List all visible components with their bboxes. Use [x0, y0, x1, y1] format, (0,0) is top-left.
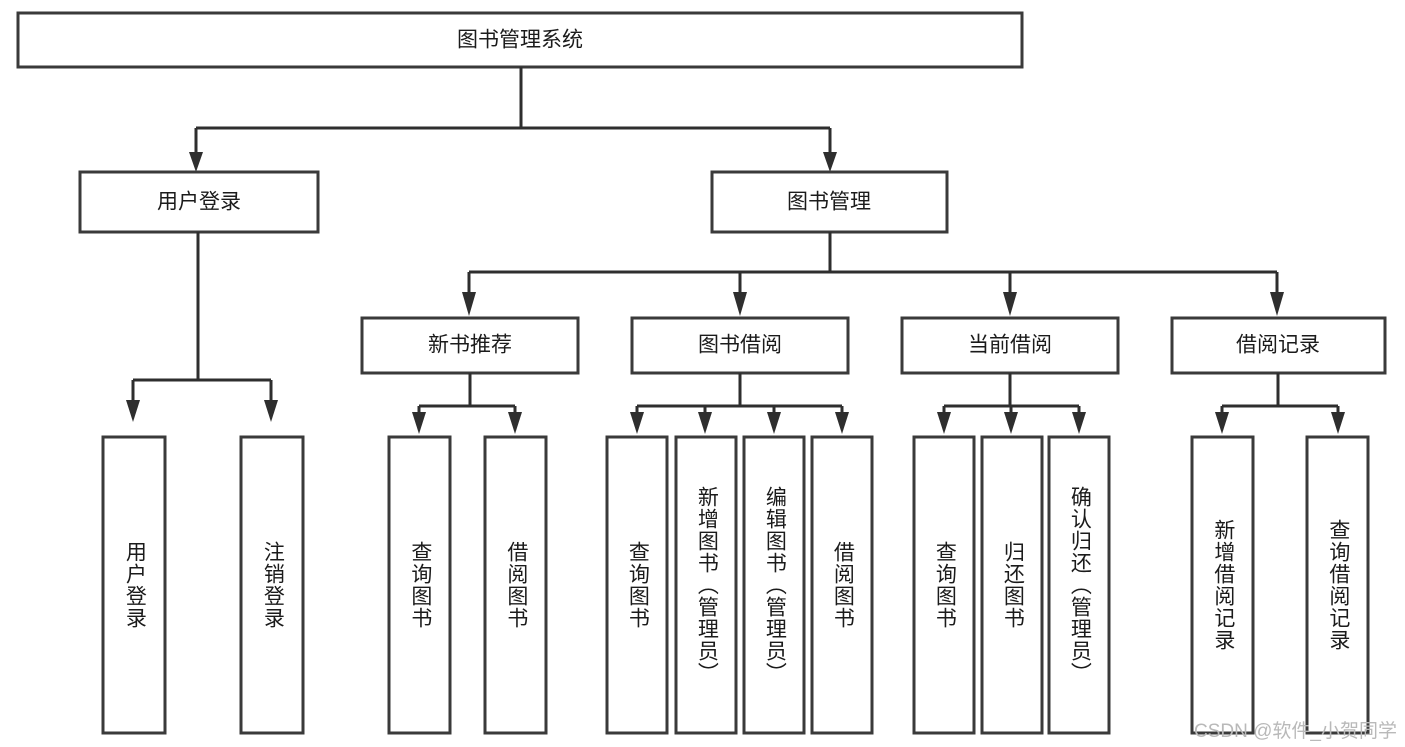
leaf-user-login-box[interactable]	[101, 435, 167, 735]
arrow-record-l1	[1215, 412, 1229, 434]
arrow-bm-to-borrow	[733, 292, 747, 316]
watermark: CSDN @软件_小贺同学	[1194, 721, 1397, 742]
node-new-book-recommend-box[interactable]	[360, 316, 580, 375]
node-book-manage-box[interactable]	[710, 170, 949, 234]
arrow-current-l3	[1072, 412, 1086, 434]
arrow-record-l2	[1331, 412, 1345, 434]
leaf-confirm-return-box[interactable]	[1047, 435, 1111, 735]
arrow-recommend-l2	[508, 412, 522, 434]
node-borrow-record-label: 借阅记录	[1236, 334, 1320, 357]
node-root-box[interactable]	[16, 11, 1024, 69]
arrow-current-l2	[1004, 412, 1018, 434]
arrow-recommend-l1	[412, 412, 426, 434]
arrow-borrow-l3	[767, 412, 781, 434]
node-book-borrow-label: 图书借阅	[698, 334, 782, 357]
arrow-user-login-leaf2	[264, 400, 278, 422]
leaf-add-record-box[interactable]	[1190, 435, 1255, 735]
leaf-borrow-book-2-box[interactable]	[810, 435, 874, 735]
arrow-bm-to-record	[1270, 292, 1284, 316]
arrow-borrow-l2	[698, 412, 712, 434]
arrow-root-to-user-login	[189, 152, 203, 172]
arrow-bm-to-recommend	[462, 292, 476, 316]
arrow-user-login-leaf1	[126, 400, 140, 422]
arrow-borrow-l1	[630, 412, 644, 434]
node-new-book-recommend-label: 新书推荐	[428, 334, 512, 357]
leaf-query-book-2-box[interactable]	[605, 435, 669, 735]
node-root-label: 图书管理系统	[457, 29, 583, 52]
node-book-borrow-box[interactable]	[630, 316, 850, 375]
leaf-query-book-1-box[interactable]	[387, 435, 452, 735]
leaf-edit-book-box[interactable]	[742, 435, 806, 735]
arrow-current-l1	[937, 412, 951, 434]
leaf-return-book-box[interactable]	[980, 435, 1044, 735]
leaf-add-book-box[interactable]	[674, 435, 738, 735]
arrow-bm-to-current	[1003, 292, 1017, 316]
leaf-query-book-3-box[interactable]	[912, 435, 976, 735]
leaf-user-logout-box[interactable]	[239, 435, 305, 735]
node-current-borrow-box[interactable]	[900, 316, 1120, 375]
node-current-borrow-label: 当前借阅	[968, 334, 1052, 357]
node-book-manage-label: 图书管理	[787, 191, 871, 214]
leaf-borrow-book-1-box[interactable]	[483, 435, 548, 735]
arrow-borrow-l4	[835, 412, 849, 434]
node-borrow-record-box[interactable]	[1170, 316, 1387, 375]
arrow-root-to-book-manage	[823, 152, 837, 172]
leaf-query-record-box[interactable]	[1305, 435, 1370, 735]
node-user-login-label: 用户登录	[157, 191, 241, 214]
